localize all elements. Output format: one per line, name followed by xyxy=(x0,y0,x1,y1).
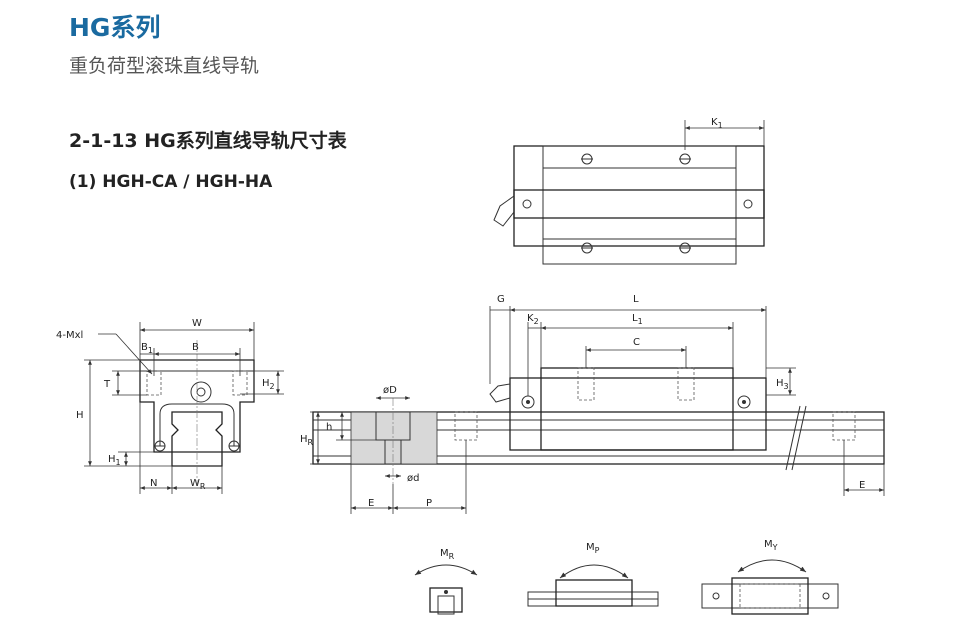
moment-mp-icon xyxy=(527,564,659,607)
moment-my-icon xyxy=(701,559,839,615)
label-b1: B1 xyxy=(141,342,153,355)
page-title: HG系列 xyxy=(69,13,161,42)
label-e-left: E xyxy=(368,498,374,509)
label-mr: MR xyxy=(440,548,455,561)
label-h-overall: H xyxy=(76,410,84,421)
label-e-right: E xyxy=(859,480,865,491)
label-h3: H3 xyxy=(776,378,789,391)
label-h1: H1 xyxy=(108,454,121,467)
page-subtitle: 重负荷型滚珠直线导轨 xyxy=(69,55,260,77)
end-view xyxy=(84,322,284,494)
label-w: W xyxy=(192,318,202,329)
label-g: G xyxy=(497,294,505,305)
label-k2: K2 xyxy=(527,313,539,326)
label-phi-d-small: ød xyxy=(407,473,419,484)
label-b: B xyxy=(192,342,199,353)
label-my: MY xyxy=(764,539,778,552)
label-h2: H2 xyxy=(262,378,275,391)
label-p: P xyxy=(426,498,432,509)
label-mxl: 4-Mxl xyxy=(56,330,83,341)
label-l1: L1 xyxy=(632,313,643,326)
section-heading: 2-1-13 HG系列直线导轨尺寸表 xyxy=(69,130,347,152)
label-mp: MP xyxy=(586,542,600,555)
label-t: T xyxy=(103,379,111,390)
side-view xyxy=(310,306,885,514)
label-phi-d-large: øD xyxy=(383,385,397,396)
label-wr: WR xyxy=(190,478,206,491)
label-n: N xyxy=(150,478,157,489)
model-heading: (1) HGH-CA / HGH-HA xyxy=(69,172,273,192)
label-h: h xyxy=(326,422,332,433)
moment-mr-icon xyxy=(414,564,478,615)
label-l: L xyxy=(633,294,639,305)
label-k1: K1 xyxy=(711,117,723,130)
label-hr: HR xyxy=(300,434,314,447)
label-c: C xyxy=(633,337,640,348)
top-view xyxy=(493,120,765,265)
